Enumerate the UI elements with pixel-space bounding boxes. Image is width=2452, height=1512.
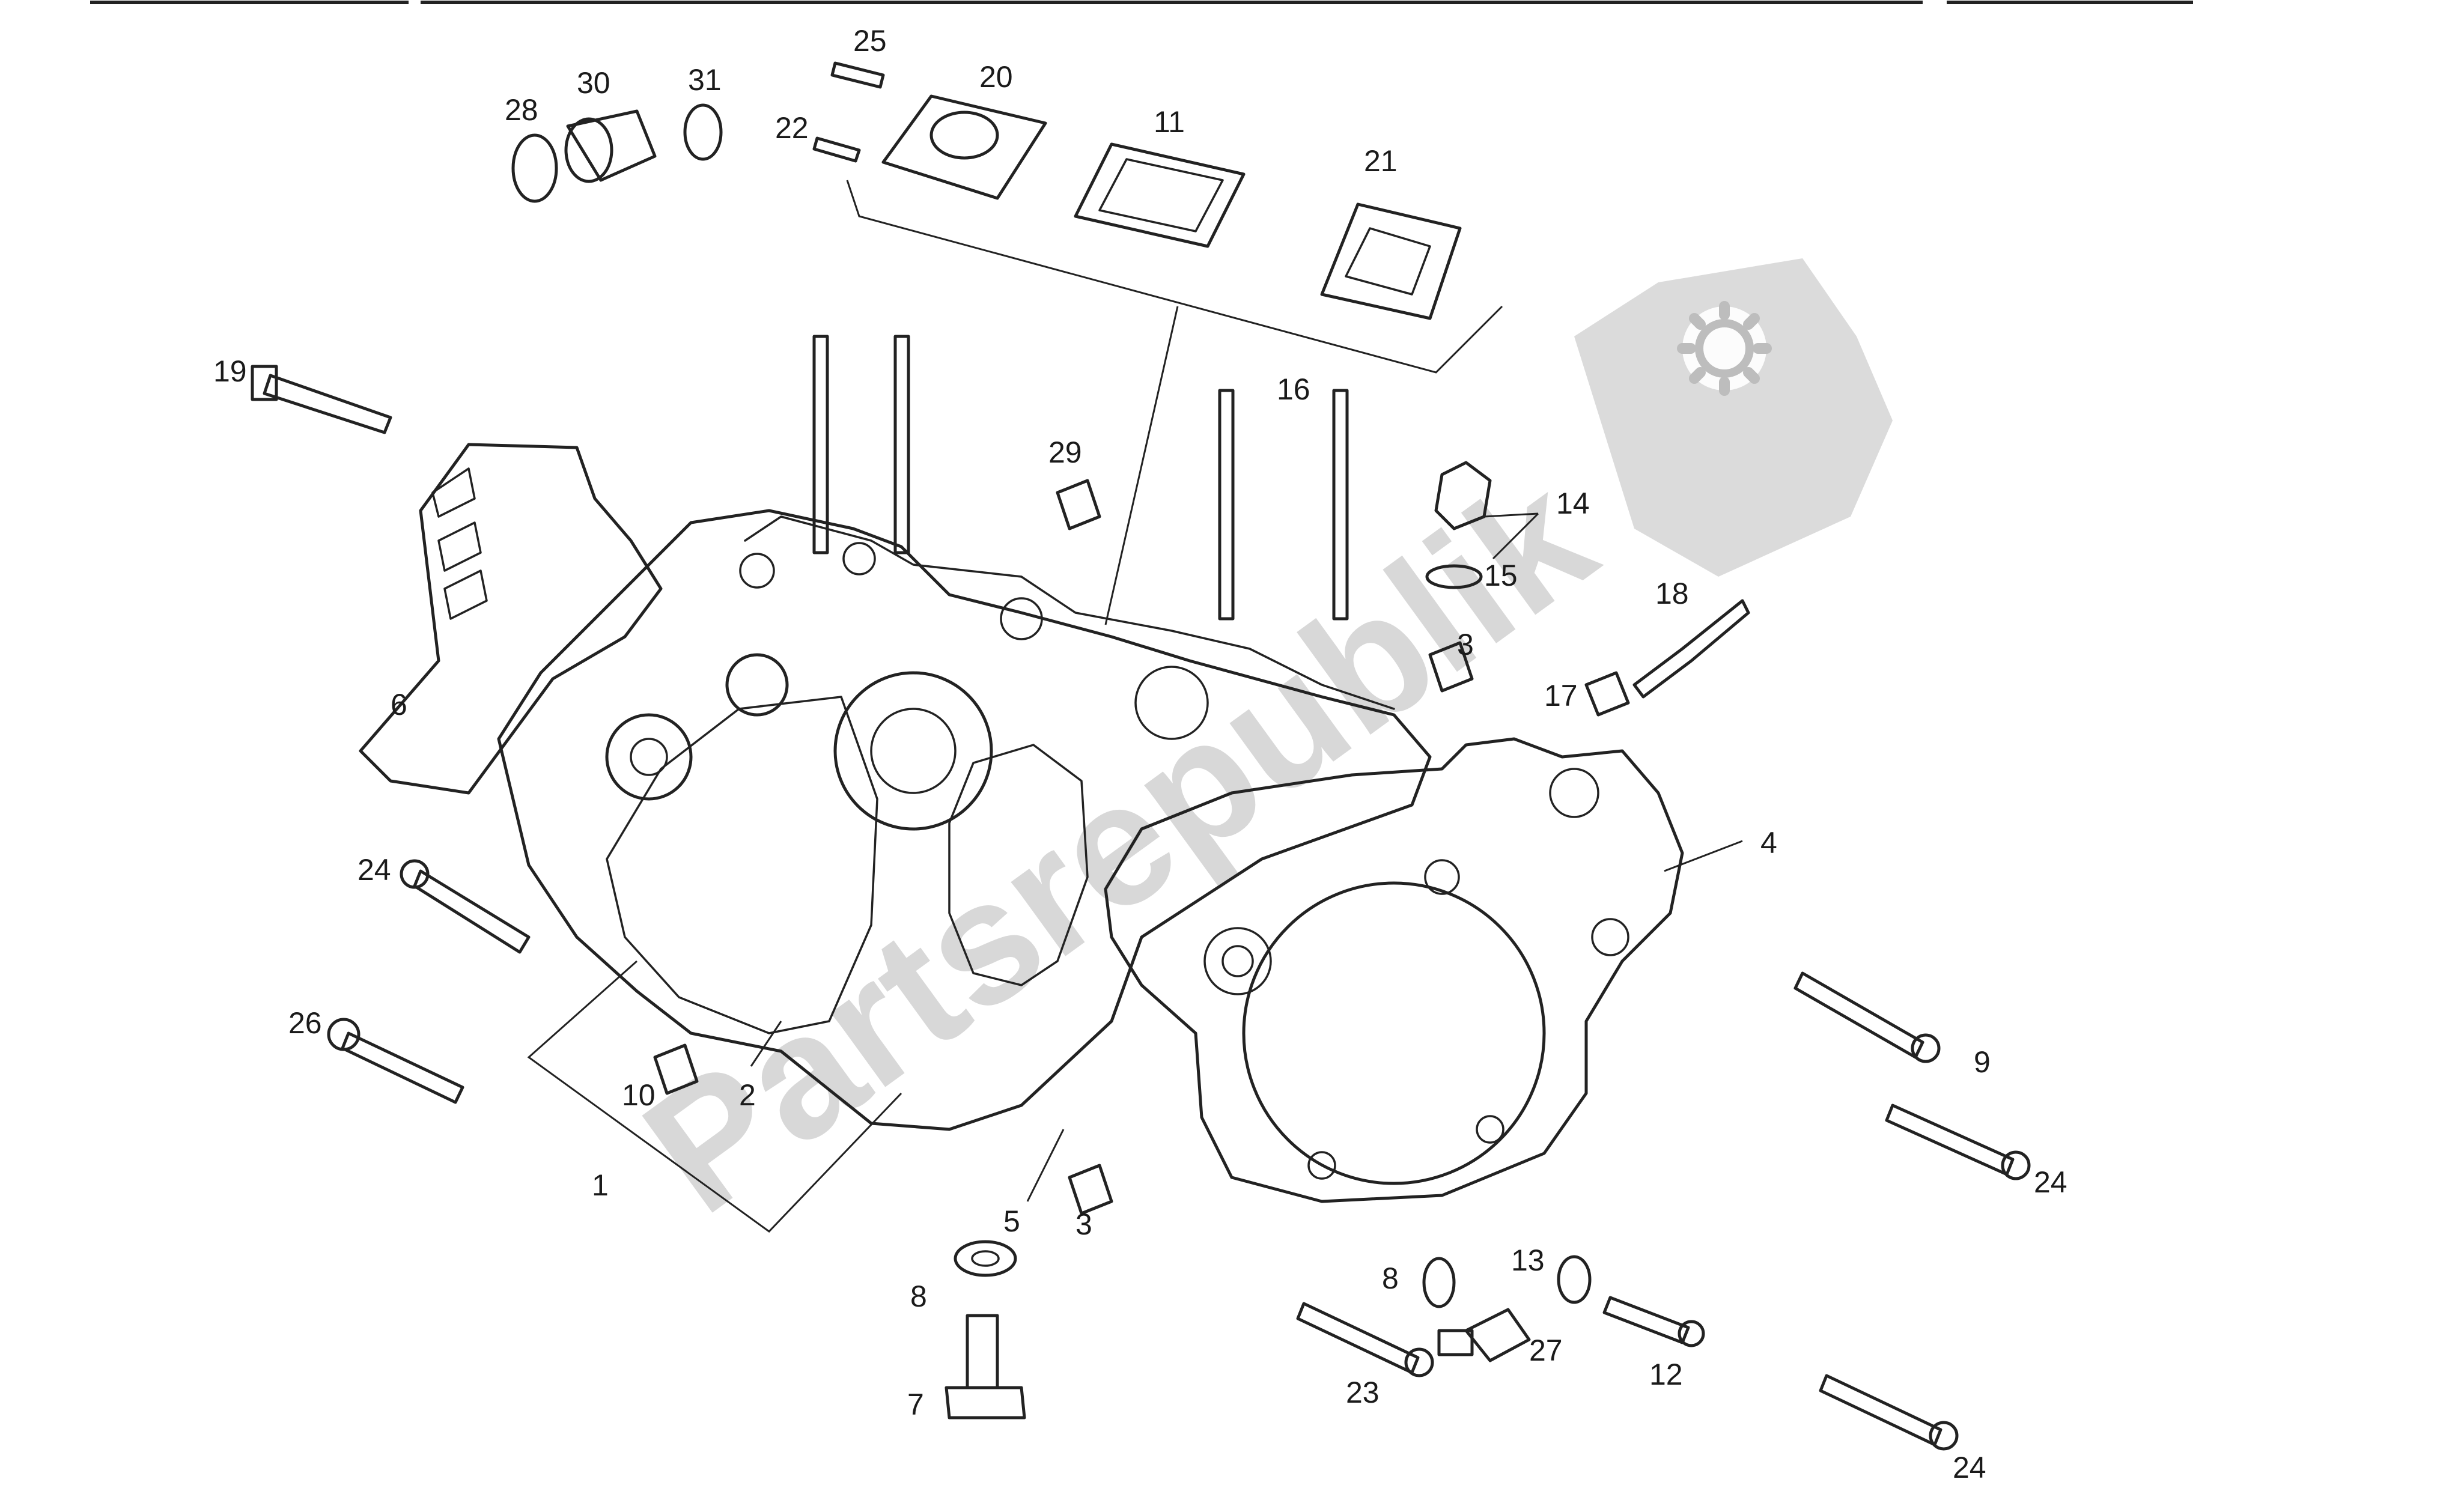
callout-labels: 25 20 22 11 21 28 30 31 19 16 29 14 15 1… — [213, 24, 2067, 1484]
callout-8-right: 8 — [1382, 1262, 1399, 1295]
callout-1: 1 — [592, 1168, 609, 1202]
callout-13: 13 — [1511, 1243, 1545, 1277]
callout-18: 18 — [1655, 577, 1689, 610]
bolts-and-screws — [251, 61, 2031, 1451]
callout-22: 22 — [775, 111, 809, 145]
callout-24-right: 24 — [2034, 1165, 2067, 1199]
callout-30: 30 — [577, 66, 610, 100]
callout-3-lower: 3 — [1075, 1207, 1092, 1241]
gear-icon — [1677, 301, 1772, 396]
center-gasket — [606, 696, 878, 1034]
callout-16: 16 — [1277, 372, 1310, 406]
callout-2: 2 — [739, 1078, 756, 1112]
callout-11: 11 — [1154, 105, 1185, 139]
callout-28: 28 — [505, 93, 538, 127]
callout-29: 29 — [1048, 436, 1082, 469]
leader-lines — [527, 180, 1743, 1233]
crankcase-assembly — [359, 335, 1684, 1203]
callout-3-upper: 3 — [1457, 628, 1474, 661]
callout-6: 6 — [391, 688, 407, 721]
left-crankcase-half — [497, 509, 1432, 1131]
intake-manifold-flange — [881, 94, 1047, 200]
watermark: Partsrepublik — [610, 258, 1893, 1250]
reed-gasket — [1074, 142, 1246, 248]
callout-26: 26 — [288, 1006, 322, 1040]
callout-31: 31 — [688, 63, 722, 97]
cylinder-base-gasket — [948, 744, 1089, 986]
callout-14: 14 — [1556, 487, 1590, 520]
small-parts — [653, 461, 1750, 1308]
callout-10: 10 — [622, 1078, 656, 1112]
intake-pipe-and-clamps — [511, 103, 723, 203]
callout-23: 23 — [1346, 1376, 1380, 1409]
callout-19: 19 — [213, 354, 247, 388]
callout-7: 7 — [907, 1388, 924, 1421]
watermark-flag — [1574, 258, 1893, 577]
callout-12: 12 — [1649, 1358, 1683, 1391]
watermark-text: Partsrepublik — [610, 437, 1627, 1251]
callout-15: 15 — [1484, 559, 1518, 592]
callout-27: 27 — [1529, 1334, 1563, 1367]
callout-5: 5 — [1003, 1204, 1020, 1238]
cylinder-studs — [812, 335, 1349, 621]
callout-24-left: 24 — [357, 853, 391, 887]
callout-25: 25 — [853, 24, 887, 58]
callout-9: 9 — [1974, 1045, 1991, 1079]
callout-20: 20 — [979, 60, 1013, 94]
callout-24-bottom: 24 — [1953, 1451, 1986, 1484]
left-cover-shield — [359, 443, 663, 795]
callout-8-left: 8 — [910, 1280, 927, 1313]
callout-17: 17 — [1544, 679, 1578, 712]
reed-valve-parts — [881, 94, 1462, 320]
callout-21: 21 — [1364, 144, 1398, 178]
callout-4: 4 — [1760, 826, 1777, 860]
reed-valve-block — [1320, 202, 1462, 320]
right-clutch-cover — [1104, 737, 1684, 1203]
